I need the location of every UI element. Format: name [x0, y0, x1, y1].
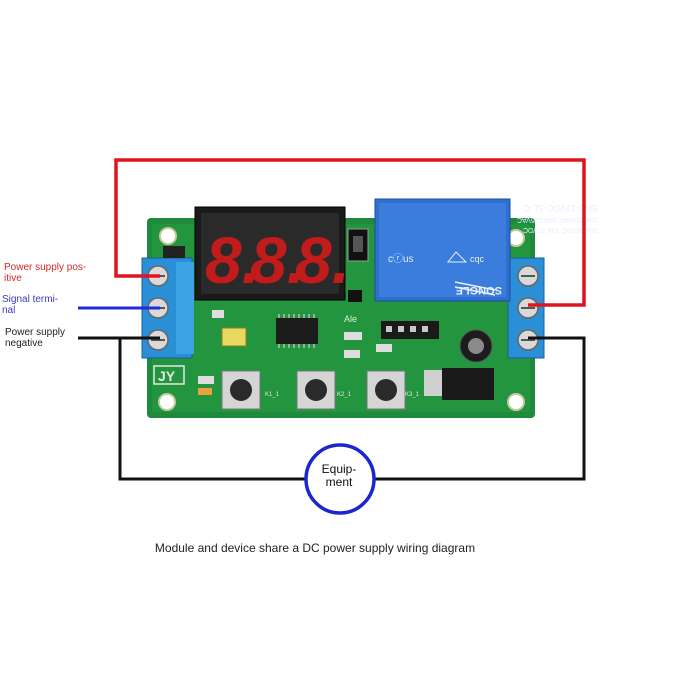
relay-brand: SONGLE: [456, 284, 502, 296]
button-label: K1_1: [265, 392, 280, 398]
wires: [78, 158, 586, 481]
display-digit: 8.: [205, 223, 260, 297]
relay-module-board: 8. 8. 8. SRD-12VDC-SL-C 10A 250VAC 10A 1…: [141, 198, 598, 418]
ic-chip: [276, 314, 318, 348]
seven-segment-display: 8. 8. 8.: [194, 206, 350, 301]
voltage-regulator: [424, 368, 494, 400]
mounting-hole: [158, 393, 176, 411]
button-k2: K2_1: [296, 370, 352, 410]
relay-rating: 10A 250VAC 10A 125VAC: [517, 216, 598, 223]
equipment-label: Equip- ment: [321, 462, 357, 489]
capacitor: [459, 329, 493, 363]
negative-wire: [374, 336, 586, 481]
pcb-silkscreen: Ale: [344, 314, 357, 324]
display-digit: 8.: [250, 223, 305, 297]
brand-logo: JY: [158, 368, 176, 384]
positive-wire: [114, 158, 586, 307]
relay: SRD-12VDC-SL-C 10A 250VAC 10A 125VAC 10A…: [374, 198, 598, 302]
negative-wire: [118, 338, 306, 481]
button-k1: K1_1: [221, 370, 280, 410]
relay-ul-mark: cⓡus: [388, 253, 414, 265]
button-label: K3_1: [405, 392, 420, 398]
pin-header: [381, 321, 439, 339]
mounting-hole: [159, 227, 177, 245]
relay-rating: 10A 30VDC 10A 28VDC: [523, 226, 598, 233]
button-k3: K3_1: [366, 370, 420, 410]
button-label: K2_1: [337, 392, 352, 398]
equipment-circle: [304, 443, 376, 515]
mounting-hole: [507, 393, 525, 411]
label-power-negative: Power supply negative: [5, 327, 66, 349]
right-terminal-block: [507, 257, 545, 359]
relay-model: SRD-12VDC-SL-C: [523, 203, 598, 213]
display-digit: 8.: [295, 223, 350, 297]
label-signal-terminal: Signal termi- nal: [2, 294, 59, 316]
label-power-positive: Power supply pos- itive: [4, 262, 87, 284]
diagram-caption: Module and device share a DC power suppl…: [154, 541, 476, 555]
relay-cert: cqc: [470, 254, 485, 264]
